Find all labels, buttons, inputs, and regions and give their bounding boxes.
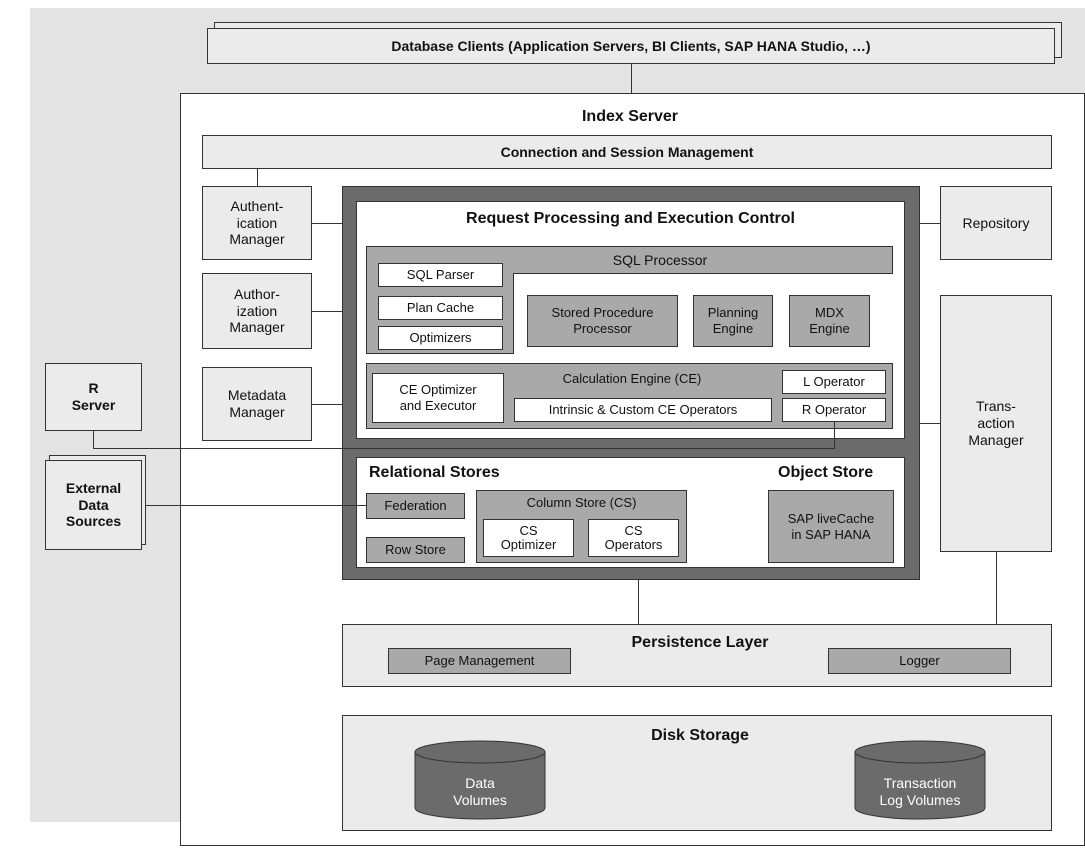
disk-storage-title: Disk Storage bbox=[651, 727, 749, 745]
log-volumes-cylinder bbox=[854, 740, 986, 820]
l-operator-box: L Operator bbox=[782, 370, 886, 394]
external-sources-box: External Data Sources bbox=[45, 460, 142, 550]
cs-operators-box: CS Operators bbox=[588, 519, 679, 557]
connector-core-repository bbox=[920, 223, 940, 224]
sql-processor-title: SQL Processor bbox=[612, 251, 708, 268]
sql-parser-box: SQL Parser bbox=[378, 263, 503, 287]
connector-core-transaction bbox=[920, 423, 940, 424]
connector-core-persistence bbox=[638, 580, 639, 624]
connector-auth-core bbox=[312, 223, 342, 224]
stored-procedure-box: Stored Procedure Processor bbox=[527, 295, 678, 347]
intrinsic-operators-box: Intrinsic & Custom CE Operators bbox=[514, 398, 772, 422]
connector-r-server-line bbox=[93, 448, 835, 449]
connector-conn-auth bbox=[257, 169, 258, 186]
r-operator-box: R Operator bbox=[782, 398, 886, 422]
request-processing-title: Request Processing and Execution Control bbox=[466, 210, 795, 228]
column-store-title: Column Store (CS) bbox=[526, 495, 637, 511]
ce-optimizer-box: CE Optimizer and Executor bbox=[372, 373, 504, 423]
cs-optimizer-box: CS Optimizer bbox=[483, 519, 574, 557]
connector-authz-core bbox=[312, 311, 342, 312]
sql-processor-join bbox=[513, 247, 515, 273]
relational-stores-title: Relational Stores bbox=[369, 464, 500, 481]
r-server-box: R Server bbox=[45, 363, 142, 431]
connector-transaction-persistence bbox=[996, 552, 997, 624]
connector-r-server-down bbox=[93, 431, 94, 449]
data-volumes-label: Data Volumes bbox=[453, 775, 507, 808]
connection-session-box: Connection and Session Management bbox=[202, 135, 1052, 169]
livecache-box: SAP liveCache in SAP HANA bbox=[768, 490, 894, 563]
connector-meta-core bbox=[312, 404, 342, 405]
index-server-title: Index Server bbox=[581, 108, 679, 126]
planning-engine-box: Planning Engine bbox=[693, 295, 773, 347]
optimizers-box: Optimizers bbox=[378, 326, 503, 350]
connector-external-federation bbox=[146, 505, 366, 506]
connector-r-operator-up bbox=[834, 422, 835, 449]
persistence-layer-title: Persistence Layer bbox=[631, 634, 769, 652]
federation-box: Federation bbox=[366, 493, 465, 519]
logger-box: Logger bbox=[828, 648, 1011, 674]
page-management-box: Page Management bbox=[388, 648, 571, 674]
object-store-title: Object Store bbox=[778, 464, 874, 481]
data-volumes-cylinder bbox=[414, 740, 546, 820]
authentication-manager-box: Authent- ication Manager bbox=[202, 186, 312, 260]
authorization-manager-box: Author- ization Manager bbox=[202, 273, 312, 349]
transaction-manager-box: Trans- action Manager bbox=[940, 295, 1052, 552]
repository-box: Repository bbox=[940, 186, 1052, 260]
plan-cache-box: Plan Cache bbox=[378, 296, 503, 320]
metadata-manager-box: Metadata Manager bbox=[202, 367, 312, 441]
row-store-box: Row Store bbox=[366, 537, 465, 563]
connector-clients-index bbox=[631, 64, 632, 93]
log-volumes-label: Transaction Log Volumes bbox=[879, 775, 961, 808]
calc-engine-title: Calculation Engine (CE) bbox=[562, 371, 702, 387]
database-clients-box: Database Clients (Application Servers, B… bbox=[207, 28, 1055, 64]
mdx-engine-box: MDX Engine bbox=[789, 295, 870, 347]
